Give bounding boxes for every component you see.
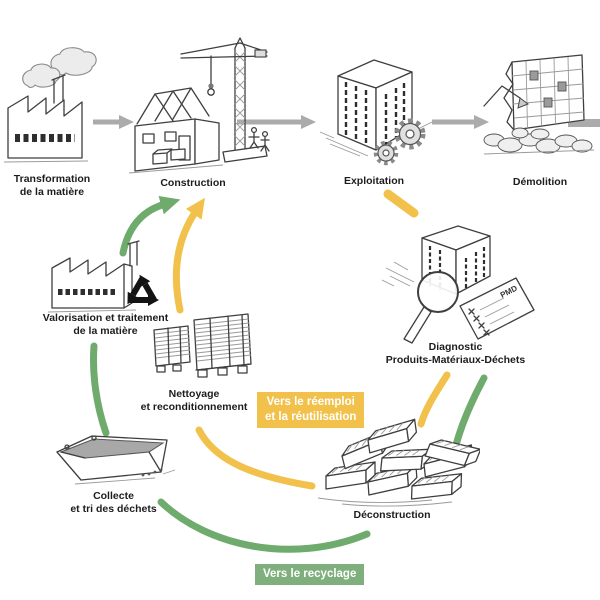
factory-recycle-sketch-icon <box>47 240 159 313</box>
label-deconstruction: Déconstruction <box>353 509 431 521</box>
gear-icon <box>373 140 399 166</box>
green-arrow-valorisation-to-construction <box>119 196 181 257</box>
recycle-symbol-icon <box>127 274 159 306</box>
factory-smoke-sketch-icon <box>3 47 97 163</box>
label-nettoyage: Nettoyage et reconditionnement <box>140 388 248 413</box>
yellow-arc-deconstruction-to-nettoyage <box>195 426 316 490</box>
label-transformation: Transformation de la matière <box>13 173 91 198</box>
label-collecte: Collecte et tri des déchets <box>70 490 157 515</box>
label-diagnostic: Diagnostic Produits-Matériaux-Déchets <box>385 341 526 366</box>
pallet-stacks-sketch-icon <box>153 313 252 378</box>
label-demolition: Démolition <box>512 176 568 188</box>
yellow-link-exploitation-to-diagnostic <box>383 189 419 218</box>
building-magnifier-checklist-sketch-icon: PMD <box>381 225 535 344</box>
brick-pile-sketch-icon <box>317 418 480 507</box>
demolition-rubble-sketch-icon <box>483 54 595 155</box>
label-valorisation: Valorisation et traitement de la matière <box>42 312 169 337</box>
yellow-arrow-nettoyage-to-construction <box>172 197 205 314</box>
badge-recyclage: Vers le recyclage <box>255 564 365 585</box>
magnifier-icon <box>417 271 459 313</box>
waste-skip-sketch-icon <box>56 435 176 485</box>
green-arc-collecte-to-valorisation <box>90 342 110 437</box>
label-construction: Construction <box>160 177 226 189</box>
green-arc-deconstruction-to-collecte <box>157 498 371 553</box>
badge-reemploi: Vers le réemploi et la réutilisation <box>257 392 365 428</box>
building-gears-sketch-icon <box>319 59 433 166</box>
yellow-arc-diagnostic-to-deconstruction <box>417 371 451 428</box>
house-crane-sketch-icon <box>128 37 270 174</box>
label-exploitation: Exploitation <box>343 175 405 187</box>
gear-icon <box>394 118 426 150</box>
